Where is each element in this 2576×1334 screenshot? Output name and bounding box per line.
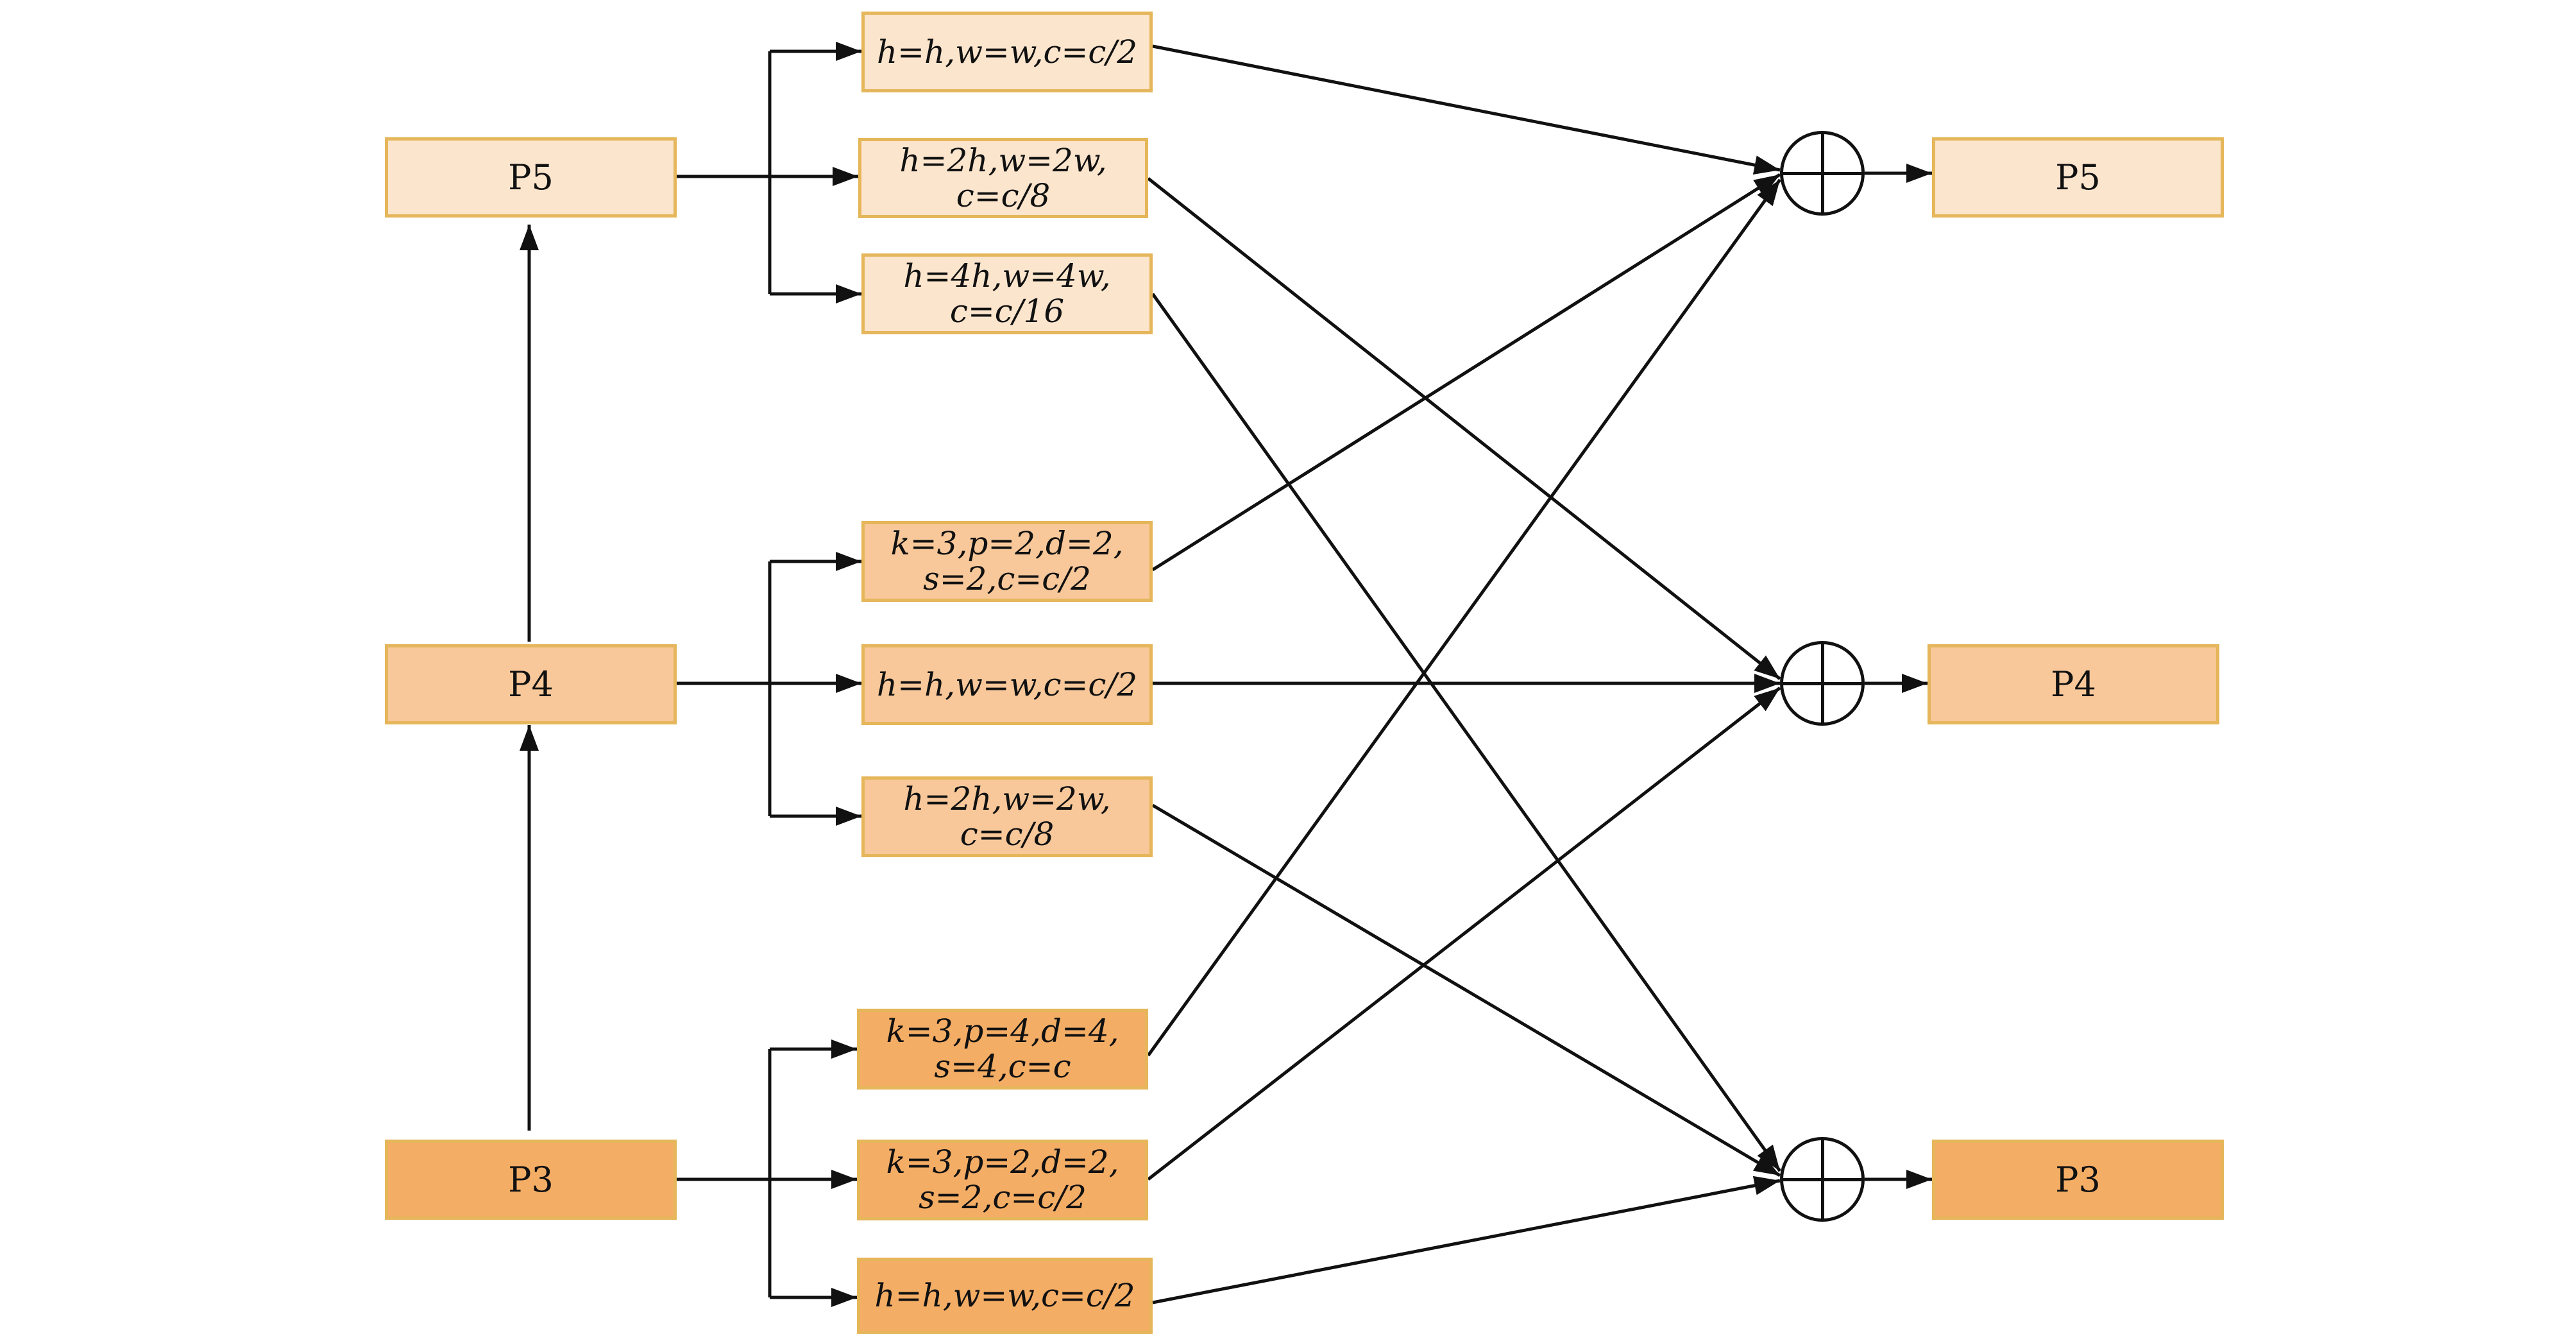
p4-branch-2: h=h,w=w,c=c/2 — [861, 644, 1153, 725]
input-p5: P5 — [385, 137, 677, 218]
p5-branch-2-line-1: h=2h,w=2w, — [899, 141, 1107, 179]
output-p5: P5 — [1932, 137, 2224, 218]
p4-branch-3-line-1: h=2h,w=2w, — [903, 780, 1111, 817]
p5-branch-1-line-1: h=h,w=w,c=c/2 — [876, 33, 1138, 71]
wire-p5b3-to-sum3 — [1151, 293, 1782, 1172]
wire-p3b1-to-sum5 — [1146, 178, 1782, 1057]
p5-branch-3: h=4h,w=4w, c=c/16 — [861, 253, 1153, 334]
p3-branch-1-line-2: s=4,c=c — [934, 1048, 1071, 1085]
p3-branch-1-line-1: k=3,p=4,d=4, — [886, 1013, 1119, 1050]
wire-p3b3-to-sum3 — [1152, 1176, 1781, 1304]
wire-p5b1-to-sum5 — [1152, 44, 1781, 175]
p4-branch-3-line-2: c=c/8 — [960, 816, 1055, 853]
p5-branch-3-line-2: c=c/16 — [949, 293, 1065, 330]
input-p5-label: P5 — [508, 157, 554, 198]
sum-p4-node — [1780, 641, 1865, 726]
input-p3: P3 — [385, 1140, 677, 1220]
output-p5-label: P5 — [2055, 157, 2101, 198]
p4-branch-1-line-2: s=2,c=c/2 — [923, 560, 1091, 597]
wire-p3b2-to-sum4 — [1147, 687, 1781, 1181]
p4-branch-1-line-1: k=3,p=2,d=2, — [890, 525, 1124, 562]
p5-branch-2: h=2h,w=2w, c=c/8 — [858, 138, 1148, 218]
output-p4: P4 — [1928, 644, 2219, 724]
p4-branch-1: k=3,p=2,d=2, s=2,c=c/2 — [861, 521, 1153, 602]
wire-p4b3-to-sum3 — [1151, 803, 1781, 1177]
wire-p4b1-to-sum5 — [1151, 173, 1781, 572]
p4-branch-3: h=2h,w=2w, c=c/8 — [861, 776, 1153, 857]
wire-p5b2-to-sum4 — [1147, 177, 1781, 680]
p5-branch-1: h=h,w=w,c=c/2 — [861, 12, 1153, 92]
p3-branch-1: k=3,p=4,d=4, s=4,c=c — [857, 1009, 1148, 1090]
input-p4: P4 — [385, 644, 677, 724]
p3-branch-2-line-2: s=2,c=c/2 — [919, 1179, 1087, 1216]
sum-p5-node — [1780, 131, 1865, 216]
sum-p3-node — [1780, 1137, 1865, 1222]
p3-branch-3: h=h,w=w,c=c/2 — [857, 1258, 1153, 1334]
p4-branch-2-line-1: h=h,w=w,c=c/2 — [876, 665, 1138, 703]
output-p3-label: P3 — [2055, 1159, 2101, 1200]
input-p4-label: P4 — [508, 663, 554, 705]
input-p3-label: P3 — [508, 1159, 554, 1200]
output-p3: P3 — [1932, 1140, 2224, 1220]
p5-branch-2-line-2: c=c/8 — [956, 176, 1051, 214]
output-p4-label: P4 — [2051, 663, 2096, 705]
p3-branch-2: k=3,p=2,d=2, s=2,c=c/2 — [857, 1140, 1148, 1220]
p3-branch-2-line-1: k=3,p=2,d=2, — [886, 1143, 1119, 1181]
p5-branch-3-line-1: h=4h,w=4w, — [903, 257, 1111, 295]
p3-branch-3-line-1: h=h,w=w,c=c/2 — [874, 1277, 1135, 1314]
